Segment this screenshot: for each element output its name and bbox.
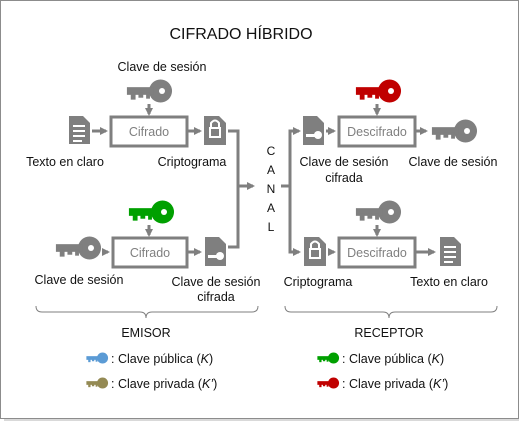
recv-ciphertext-lock-icon bbox=[304, 237, 326, 266]
recv-ciphertext-label: Criptograma bbox=[284, 275, 353, 289]
svg-text:C: C bbox=[267, 144, 276, 158]
recv-session-key-icon bbox=[432, 119, 477, 142]
legend-emisor-public-key-icon bbox=[86, 352, 108, 363]
cipher-box-bottom bbox=[111, 236, 189, 269]
decipher-box-bottom bbox=[337, 236, 417, 269]
legend-receptor-private-key-icon bbox=[317, 377, 339, 388]
recv-encrypted-key-document-icon bbox=[303, 116, 324, 145]
recv-plaintext-document-icon bbox=[440, 237, 461, 266]
channel-label: C A N A L bbox=[267, 144, 276, 234]
recv-session-key-label: Clave de sesión bbox=[409, 155, 498, 169]
svg-text:A: A bbox=[267, 201, 275, 215]
cipher-box-bottom-label: Cifrado bbox=[130, 246, 170, 260]
session-key-icon bbox=[127, 79, 172, 102]
encrypted-session-key-label-line2: cifrada bbox=[197, 290, 235, 304]
decipher-box-bottom-label: Descifrado bbox=[347, 246, 407, 260]
legend-receptor-public: : Clave pública (K) bbox=[342, 352, 444, 366]
diagram-title: CIFRADO HÍBRIDO bbox=[169, 24, 312, 43]
cipher-box-top-label: Cifrado bbox=[129, 125, 169, 139]
plaintext-label-left: Texto en claro bbox=[26, 155, 104, 169]
session-key-label-top: Clave de sesión bbox=[118, 60, 207, 74]
encrypted-session-key-document-icon bbox=[205, 237, 226, 266]
legend-emisor-private-key-icon bbox=[86, 377, 108, 388]
cipher-box-top bbox=[109, 115, 189, 148]
legend-emisor-public: : Clave pública (K) bbox=[111, 352, 213, 366]
recv-encrypted-key-label-line1: Clave de sesión bbox=[300, 155, 389, 169]
encrypted-session-key-label-line1: Clave de sesión bbox=[172, 275, 261, 289]
session-key-bottom-icon bbox=[56, 236, 101, 259]
receiver-public-key-icon bbox=[129, 200, 174, 223]
legend-receptor-public-key-icon bbox=[317, 352, 339, 363]
emisor-label: EMISOR bbox=[121, 326, 170, 340]
ciphertext-label-top: Criptograma bbox=[158, 155, 227, 169]
receptor-label: RECEPTOR bbox=[354, 326, 423, 340]
recv-session-key-bottom-icon bbox=[356, 200, 401, 223]
svg-text:A: A bbox=[267, 163, 275, 177]
svg-text:L: L bbox=[268, 220, 275, 234]
receiver-private-key-icon bbox=[356, 79, 401, 102]
legend-receptor-private: : Clave privada (K’) bbox=[342, 377, 448, 391]
decipher-box-top bbox=[337, 115, 417, 148]
plaintext-document-icon bbox=[69, 116, 90, 144]
session-key-label-bottom: Clave de sesión bbox=[35, 273, 124, 287]
legend-emisor-private: : Clave privada (K’) bbox=[111, 377, 217, 391]
decipher-box-top-label: Descifrado bbox=[347, 125, 407, 139]
recv-plaintext-label: Texto en claro bbox=[410, 275, 488, 289]
ciphertext-lock-icon bbox=[204, 116, 226, 145]
emisor-brace bbox=[35, 305, 259, 319]
receptor-brace bbox=[284, 305, 498, 319]
svg-text:N: N bbox=[267, 182, 276, 196]
recv-encrypted-key-label-line2: cifrada bbox=[325, 171, 363, 185]
